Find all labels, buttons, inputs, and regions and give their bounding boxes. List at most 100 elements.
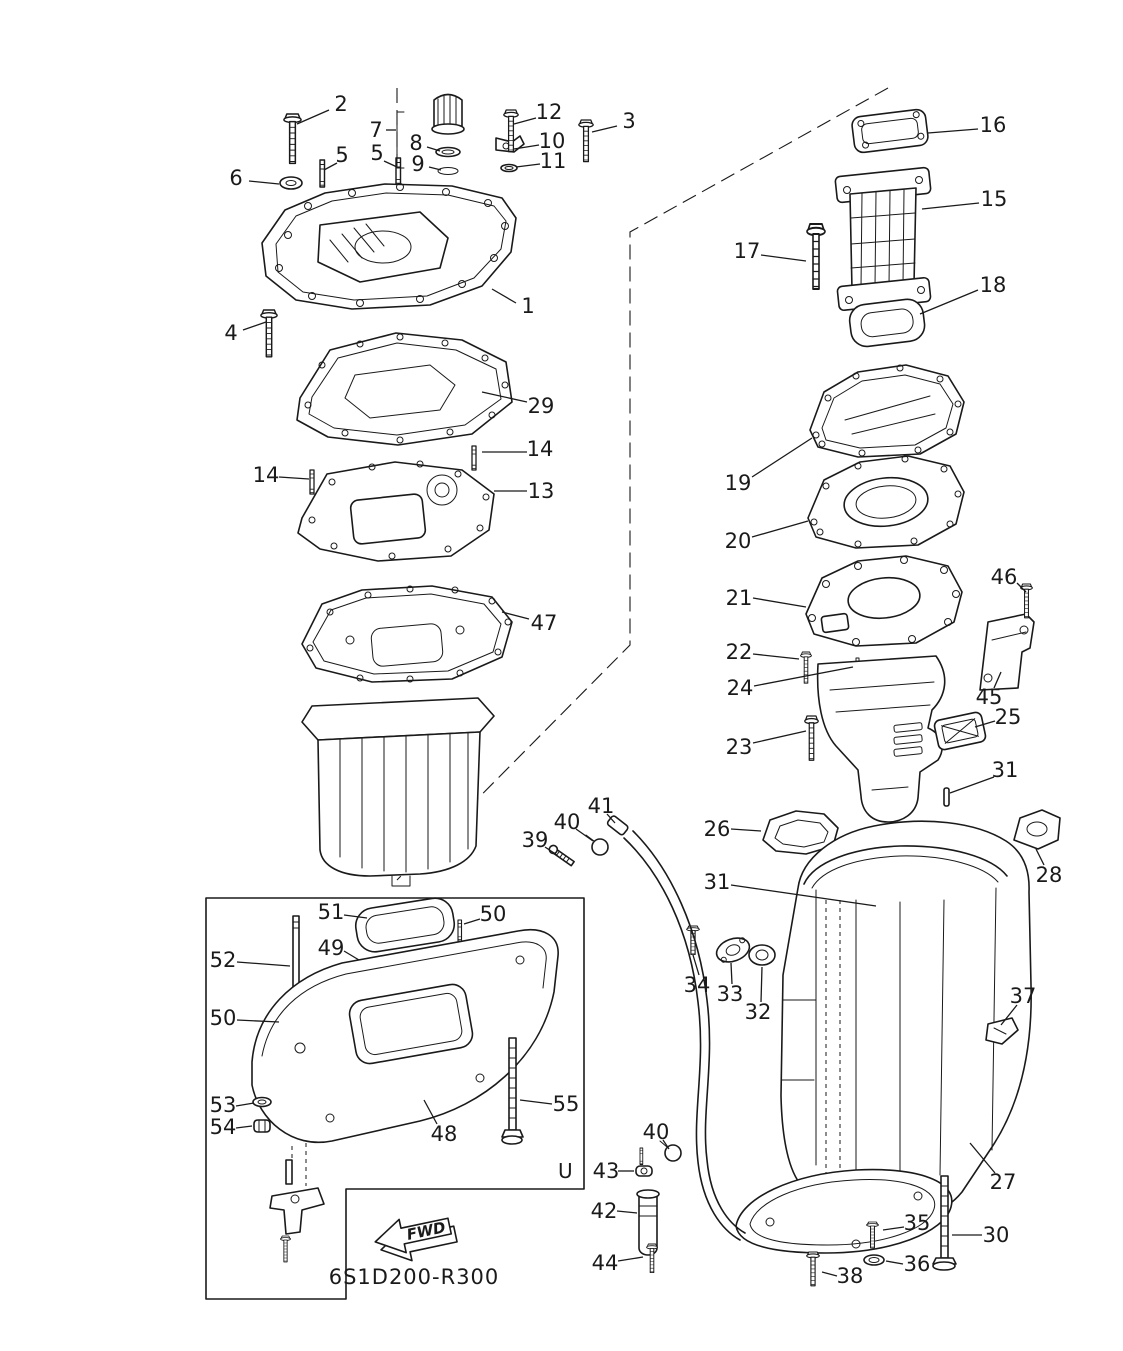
callout-36: 36	[885, 1252, 931, 1276]
callout-leader-line	[343, 950, 360, 961]
callout-13: 13	[494, 479, 554, 503]
callout-number: 22	[726, 640, 753, 664]
part-4-bolt	[260, 309, 278, 358]
callout-leader-line	[821, 1271, 838, 1277]
part-17-bolt	[806, 223, 826, 290]
callout-leader-line	[969, 1142, 996, 1174]
callout-35: 35	[882, 1211, 930, 1235]
callout-49: 49	[318, 936, 360, 961]
callout-leader-line	[752, 597, 807, 608]
callout-number: 33	[717, 982, 744, 1006]
callout-number: 26	[704, 817, 731, 841]
callout-leader-line	[296, 109, 330, 125]
callout-leader-line	[235, 1102, 255, 1107]
callout-number: 28	[1036, 863, 1063, 887]
callout-number: 40	[554, 810, 581, 834]
callout-number: 15	[981, 187, 1008, 211]
part-29-gasket	[296, 332, 513, 446]
callout-5: 5	[323, 143, 349, 171]
callout-number: 27	[990, 1170, 1017, 1194]
callout-leader-line	[606, 813, 616, 824]
callout-27: 27	[969, 1142, 1017, 1194]
callout-number: 23	[726, 735, 753, 759]
part-53-washer	[252, 1096, 272, 1108]
callout-6: 6	[229, 166, 280, 190]
callout-number: 39	[522, 828, 549, 852]
callout-leader-line	[752, 653, 800, 660]
part-42-tube	[636, 1189, 660, 1256]
part-50-stud-top	[457, 919, 463, 942]
callout-number: 34	[684, 973, 711, 997]
part-51-gasket	[354, 897, 456, 953]
callout-number: 41	[588, 794, 615, 818]
part-47-gasket	[301, 585, 513, 683]
callout-number: 47	[531, 611, 558, 635]
callout-41: 41	[588, 794, 616, 824]
callout-number: 55	[553, 1092, 580, 1116]
callout-52: 52	[210, 948, 291, 972]
callout-5: 5	[370, 141, 398, 168]
callout-number: 48	[431, 1122, 458, 1146]
part-6-grommet	[279, 176, 303, 190]
part-18-gasket	[848, 298, 926, 348]
callout-number: 42	[591, 1199, 618, 1223]
callout-11: 11	[515, 149, 566, 173]
callout-12: 12	[513, 100, 563, 125]
part-20-gasket	[807, 455, 965, 549]
callout-leader-line	[428, 166, 442, 171]
callout-44: 44	[592, 1251, 644, 1275]
callout-number: 54	[210, 1115, 237, 1139]
callout-leader-line	[248, 180, 280, 185]
callout-leader-line	[760, 966, 763, 1003]
callout-number: 4	[224, 321, 237, 345]
part-44-bolt	[646, 1243, 658, 1274]
callout-50: 50	[463, 902, 506, 926]
section-u-label: U	[558, 1159, 573, 1183]
callout-number: 38	[837, 1264, 864, 1288]
callout-leader-line	[616, 1210, 638, 1214]
callout-leader-line	[919, 289, 979, 315]
callout-number: 12	[536, 100, 563, 124]
callout-47: 47	[501, 611, 558, 635]
callout-28: 28	[1035, 848, 1063, 887]
callout-leader-line	[235, 1125, 253, 1129]
callout-leader-line	[426, 146, 441, 152]
callout-number: 17	[734, 239, 761, 263]
callout-23: 23	[726, 730, 807, 759]
callout-46: 46	[991, 565, 1027, 593]
callout-number: 36	[904, 1252, 931, 1276]
part-43-clamp	[635, 1147, 653, 1177]
part-7-oil-cap-group	[396, 93, 465, 169]
callout-leader-line	[423, 1099, 438, 1125]
callout-number: 37	[1010, 984, 1037, 1008]
part-36-ring	[863, 1254, 885, 1266]
callout-51: 51	[318, 900, 368, 924]
callout-21: 21	[726, 586, 807, 610]
callout-leader-line	[927, 128, 979, 134]
callout-leader-line	[885, 1260, 904, 1265]
part-15-manifold	[834, 166, 932, 312]
callout-25: 25	[974, 705, 1021, 729]
part-16-gasket	[851, 108, 929, 154]
callout-number: 32	[745, 1000, 772, 1024]
callout-33: 33	[717, 962, 744, 1006]
callout-number: 21	[726, 586, 753, 610]
callout-leader-line	[949, 776, 995, 794]
part-32-seal	[748, 944, 776, 966]
callout-number: 5	[335, 143, 348, 167]
callout-leader-line	[481, 391, 528, 403]
callout-number: 50	[210, 1006, 237, 1030]
callout-leader-line	[501, 611, 530, 620]
callout-number: 49	[318, 936, 345, 960]
callout-number: 52	[210, 948, 237, 972]
fwd-arrow: FWD	[374, 1217, 458, 1262]
callout-leader-line	[662, 1139, 670, 1150]
callout-1: 1	[491, 288, 535, 318]
callout-leader-line	[544, 846, 558, 856]
callout-number: 45	[976, 685, 1003, 709]
callout-leader-line	[591, 125, 618, 133]
callout-30: 30	[952, 1223, 1009, 1247]
callout-26: 26	[704, 817, 762, 841]
callout-leader-line	[575, 828, 594, 842]
